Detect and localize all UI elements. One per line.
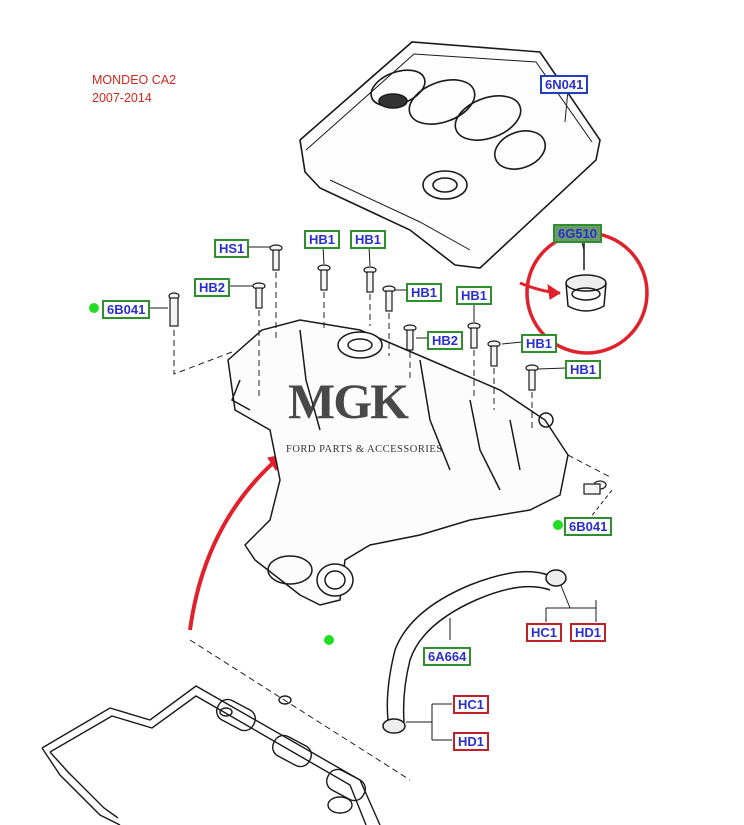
sensor-6b041-left [168, 292, 180, 327]
marker-dot [324, 635, 334, 645]
watermark-logo: MGK [288, 373, 409, 429]
callout-hb2: HB2 [427, 331, 464, 350]
marker-dot [553, 520, 563, 530]
phantom-lines [173, 272, 613, 781]
callout-hb1: HB1 [565, 360, 602, 379]
callout-hb1: HB1 [406, 283, 443, 302]
leader-lines [150, 89, 613, 741]
years-caption: 2007-2014 [92, 91, 152, 105]
callout-6b041-left: 6B041 [102, 300, 151, 319]
bolt-hb1-a [317, 264, 331, 291]
bolt-hb1-d [467, 322, 481, 349]
callout-6b041-right: 6B041 [564, 517, 613, 536]
callout-hb1: HB1 [456, 286, 493, 305]
callout-6a664: 6A664 [423, 647, 472, 666]
callout-hb1: HB1 [304, 230, 341, 249]
callout-hc1: HC1 [453, 695, 490, 714]
model-caption: MONDEO CA2 [92, 73, 177, 87]
callout-6g510: 6G510 [553, 224, 603, 243]
isolator-part [565, 240, 607, 312]
callout-6n041: 6N041 [540, 75, 589, 94]
bolt-hb1-c [382, 285, 396, 312]
engine-cover-part [299, 41, 601, 269]
cover-gasket-part [41, 685, 381, 825]
callout-hd1: HD1 [453, 732, 490, 751]
bolt-hb1-e [487, 340, 501, 367]
bolt-hb2-left [252, 282, 266, 309]
bolt-hb1-f [525, 364, 539, 391]
callout-hc1: HC1 [526, 623, 563, 642]
callout-hb1: HB1 [521, 334, 558, 353]
callout-hb1: HB1 [350, 230, 387, 249]
intake-manifold-part [227, 319, 569, 606]
hose-part [382, 569, 567, 734]
callout-hd1: HD1 [570, 623, 607, 642]
callout-hb2: HB2 [194, 278, 231, 297]
bolt-hs1 [269, 244, 283, 271]
marker-dot [89, 303, 99, 313]
watermark-tagline: FORD PARTS & ACCESSORIES [286, 444, 443, 455]
sensor-6b041-right [583, 480, 607, 495]
bolts [168, 244, 607, 495]
bolt-hb1-b [363, 266, 377, 293]
bolt-hb2-right [403, 324, 417, 351]
callout-hs1: HS1 [214, 239, 250, 258]
